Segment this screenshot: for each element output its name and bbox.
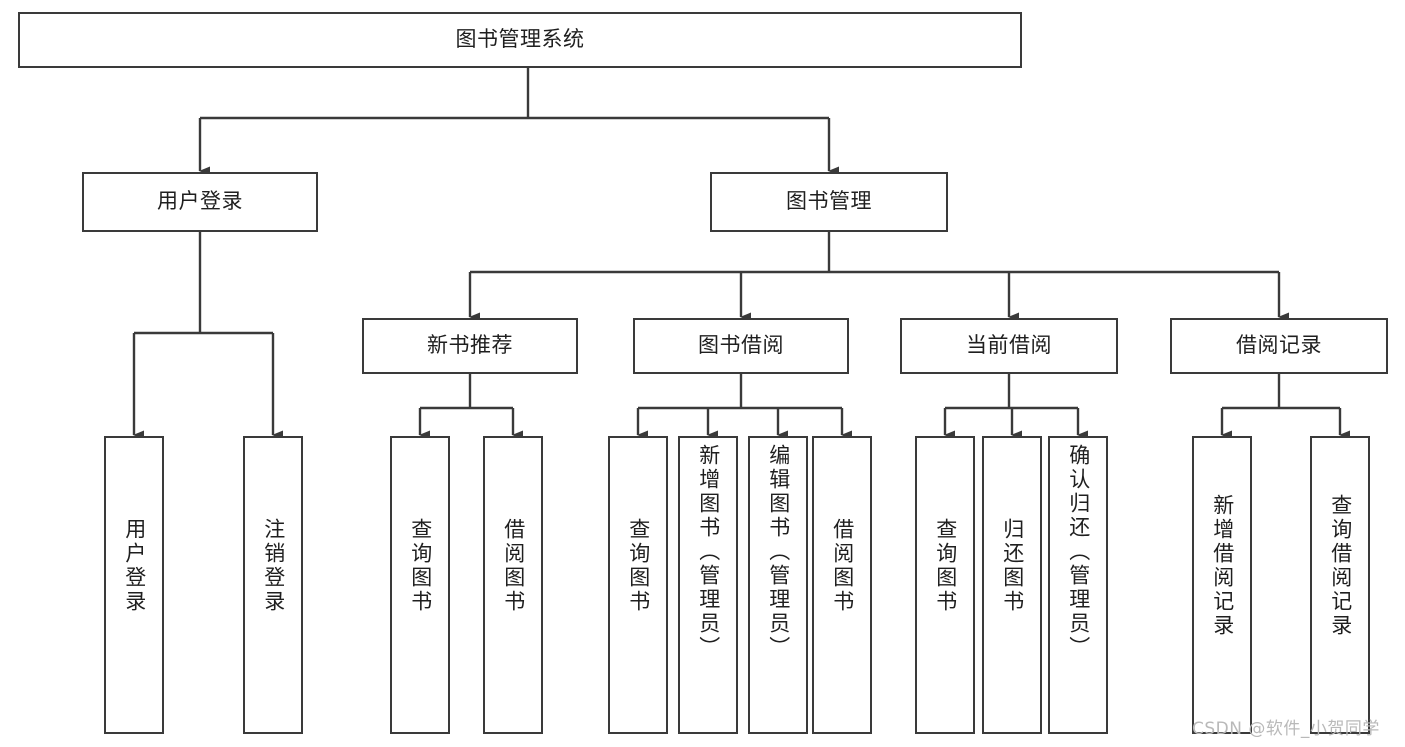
node-label-user-login: 用户登录 xyxy=(157,189,243,214)
node-book-borrow[interactable]: 图书借阅 xyxy=(633,318,849,374)
node-label-book-borrow: 图书借阅 xyxy=(698,333,784,358)
watermark-text: CSDN @软件_小贺同学 xyxy=(1192,719,1380,739)
node-user-login[interactable]: 用户登录 xyxy=(82,172,318,232)
node-leaf-confirm-return[interactable]: 确认归还（管理员） xyxy=(1048,436,1108,734)
node-label-leaf-query-book-1: 查询图书 xyxy=(408,518,433,614)
node-label-leaf-query-borrow-record: 查询借阅记录 xyxy=(1328,494,1353,638)
node-leaf-edit-book[interactable]: 编辑图书（管理员） xyxy=(748,436,808,734)
node-label-current-borrow: 当前借阅 xyxy=(966,333,1052,358)
node-label-leaf-return-book: 归还图书 xyxy=(1000,518,1025,614)
node-label-new-book-recommend: 新书推荐 xyxy=(427,333,513,358)
node-leaf-user-login[interactable]: 用户登录 xyxy=(104,436,164,734)
node-new-book-recommend[interactable]: 新书推荐 xyxy=(362,318,578,374)
node-leaf-query-book-3[interactable]: 查询图书 xyxy=(915,436,975,734)
node-label-leaf-query-book-3: 查询图书 xyxy=(933,518,958,614)
node-label-leaf-logout: 注销登录 xyxy=(261,518,286,614)
node-label-root: 图书管理系统 xyxy=(455,27,585,52)
node-label-leaf-edit-book: 编辑图书（管理员） xyxy=(766,444,791,660)
node-leaf-query-borrow-record[interactable]: 查询借阅记录 xyxy=(1310,436,1370,734)
node-label-leaf-borrow-book-2: 借阅图书 xyxy=(830,518,855,614)
node-leaf-return-book[interactable]: 归还图书 xyxy=(982,436,1042,734)
node-label-leaf-borrow-book-1: 借阅图书 xyxy=(501,518,526,614)
node-leaf-query-book-1[interactable]: 查询图书 xyxy=(390,436,450,734)
node-label-leaf-add-borrow-record: 新增借阅记录 xyxy=(1210,494,1235,638)
node-leaf-borrow-book-1[interactable]: 借阅图书 xyxy=(483,436,543,734)
node-leaf-add-borrow-record[interactable]: 新增借阅记录 xyxy=(1192,436,1252,734)
node-label-book-management: 图书管理 xyxy=(786,189,872,214)
node-current-borrow[interactable]: 当前借阅 xyxy=(900,318,1118,374)
node-label-leaf-query-book-2: 查询图书 xyxy=(626,518,651,614)
node-borrow-records[interactable]: 借阅记录 xyxy=(1170,318,1388,374)
node-label-leaf-add-book: 新增图书（管理员） xyxy=(696,444,721,660)
node-label-leaf-user-login: 用户登录 xyxy=(122,518,147,614)
node-label-borrow-records: 借阅记录 xyxy=(1236,333,1322,358)
node-book-management[interactable]: 图书管理 xyxy=(710,172,948,232)
node-leaf-borrow-book-2[interactable]: 借阅图书 xyxy=(812,436,872,734)
node-label-leaf-confirm-return: 确认归还（管理员） xyxy=(1066,444,1091,660)
node-leaf-add-book[interactable]: 新增图书（管理员） xyxy=(678,436,738,734)
node-root[interactable]: 图书管理系统 xyxy=(18,12,1022,68)
node-leaf-query-book-2[interactable]: 查询图书 xyxy=(608,436,668,734)
node-leaf-logout[interactable]: 注销登录 xyxy=(243,436,303,734)
